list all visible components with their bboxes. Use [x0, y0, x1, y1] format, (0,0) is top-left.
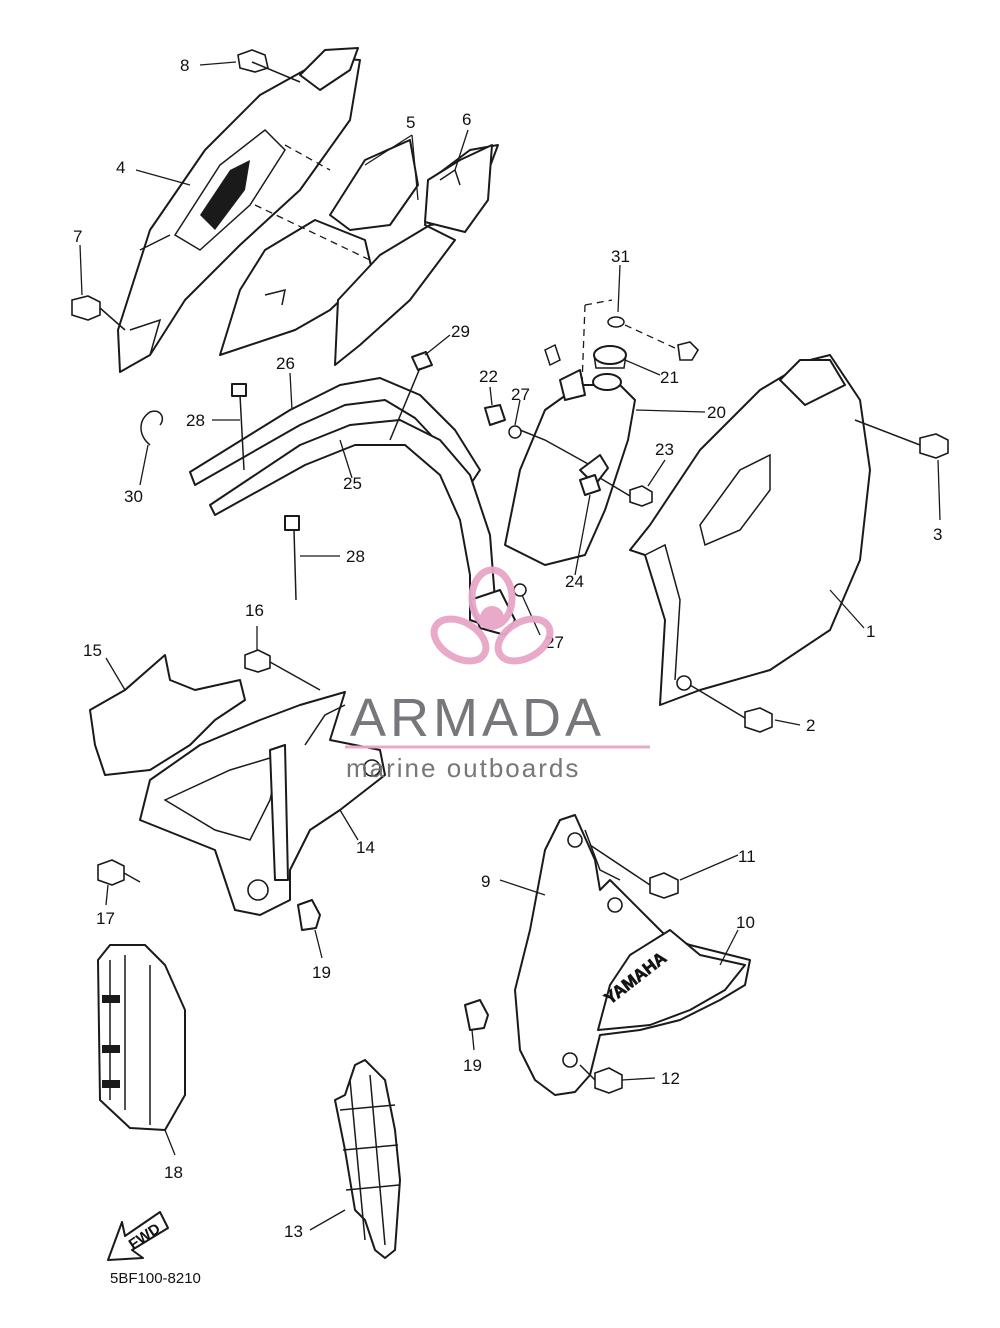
callout-28b: 28 — [346, 547, 365, 566]
callout-7: 7 — [73, 227, 82, 246]
part-10-decal: YAMAHA — [597, 929, 746, 1031]
callout-18: 18 — [164, 1163, 183, 1182]
callout-10: 10 — [736, 913, 755, 932]
callout-14: 14 — [356, 838, 375, 857]
callout-labels: 1 2 3 4 5 6 7 8 9 10 11 12 13 14 15 16 1… — [73, 56, 942, 1241]
callout-4: 4 — [116, 158, 125, 177]
part-21-reservoir-cap — [593, 345, 627, 369]
callout-19b: 19 — [463, 1056, 482, 1075]
callout-8: 8 — [180, 56, 189, 75]
callout-12: 12 — [661, 1069, 680, 1088]
callout-28a: 28 — [186, 411, 205, 430]
part-5-inner-panel — [219, 139, 419, 356]
part-18-louver — [97, 944, 186, 1131]
part-13-louver — [334, 1059, 401, 1259]
part-20-coolant-reservoir — [504, 369, 636, 566]
part-1-side-cover-right — [629, 354, 871, 706]
callout-9: 9 — [481, 872, 490, 891]
callout-3: 3 — [933, 525, 942, 544]
drawing-code: 5BF100-8210 — [110, 1270, 201, 1287]
callout-29: 29 — [451, 322, 470, 341]
callout-27a: 27 — [511, 385, 530, 404]
callout-17: 17 — [96, 909, 115, 928]
callout-15: 15 — [83, 641, 102, 660]
callout-24: 24 — [565, 572, 584, 591]
callout-20: 20 — [707, 403, 726, 422]
part-6-inner-panel — [254, 144, 499, 366]
fasteners — [71, 49, 949, 1094]
part-4-side-cover-left — [117, 47, 361, 373]
fwd-arrow-icon: FWD — [107, 1211, 169, 1261]
part-25-26-hoses — [189, 377, 516, 636]
callout-19a: 19 — [312, 963, 331, 982]
callout-30: 30 — [124, 487, 143, 506]
callout-6: 6 — [462, 110, 471, 129]
watermark-tagline: marine outboards — [346, 753, 580, 783]
callout-2: 2 — [806, 716, 815, 735]
watermark: ARMADA marine outboards — [345, 566, 650, 783]
callout-1: 1 — [866, 622, 875, 641]
callout-22: 22 — [479, 367, 498, 386]
callout-13: 13 — [284, 1222, 303, 1241]
callout-26: 26 — [276, 354, 295, 373]
leader-lines — [79, 61, 941, 1231]
watermark-brand: ARMADA — [350, 688, 605, 748]
callout-5: 5 — [406, 113, 415, 132]
callout-11: 11 — [738, 847, 756, 866]
callout-31: 31 — [611, 247, 630, 266]
callout-23: 23 — [655, 440, 674, 459]
callout-16: 16 — [245, 601, 264, 620]
callout-25: 25 — [343, 474, 362, 493]
propeller-icon — [430, 566, 554, 665]
callout-21: 21 — [660, 368, 679, 387]
